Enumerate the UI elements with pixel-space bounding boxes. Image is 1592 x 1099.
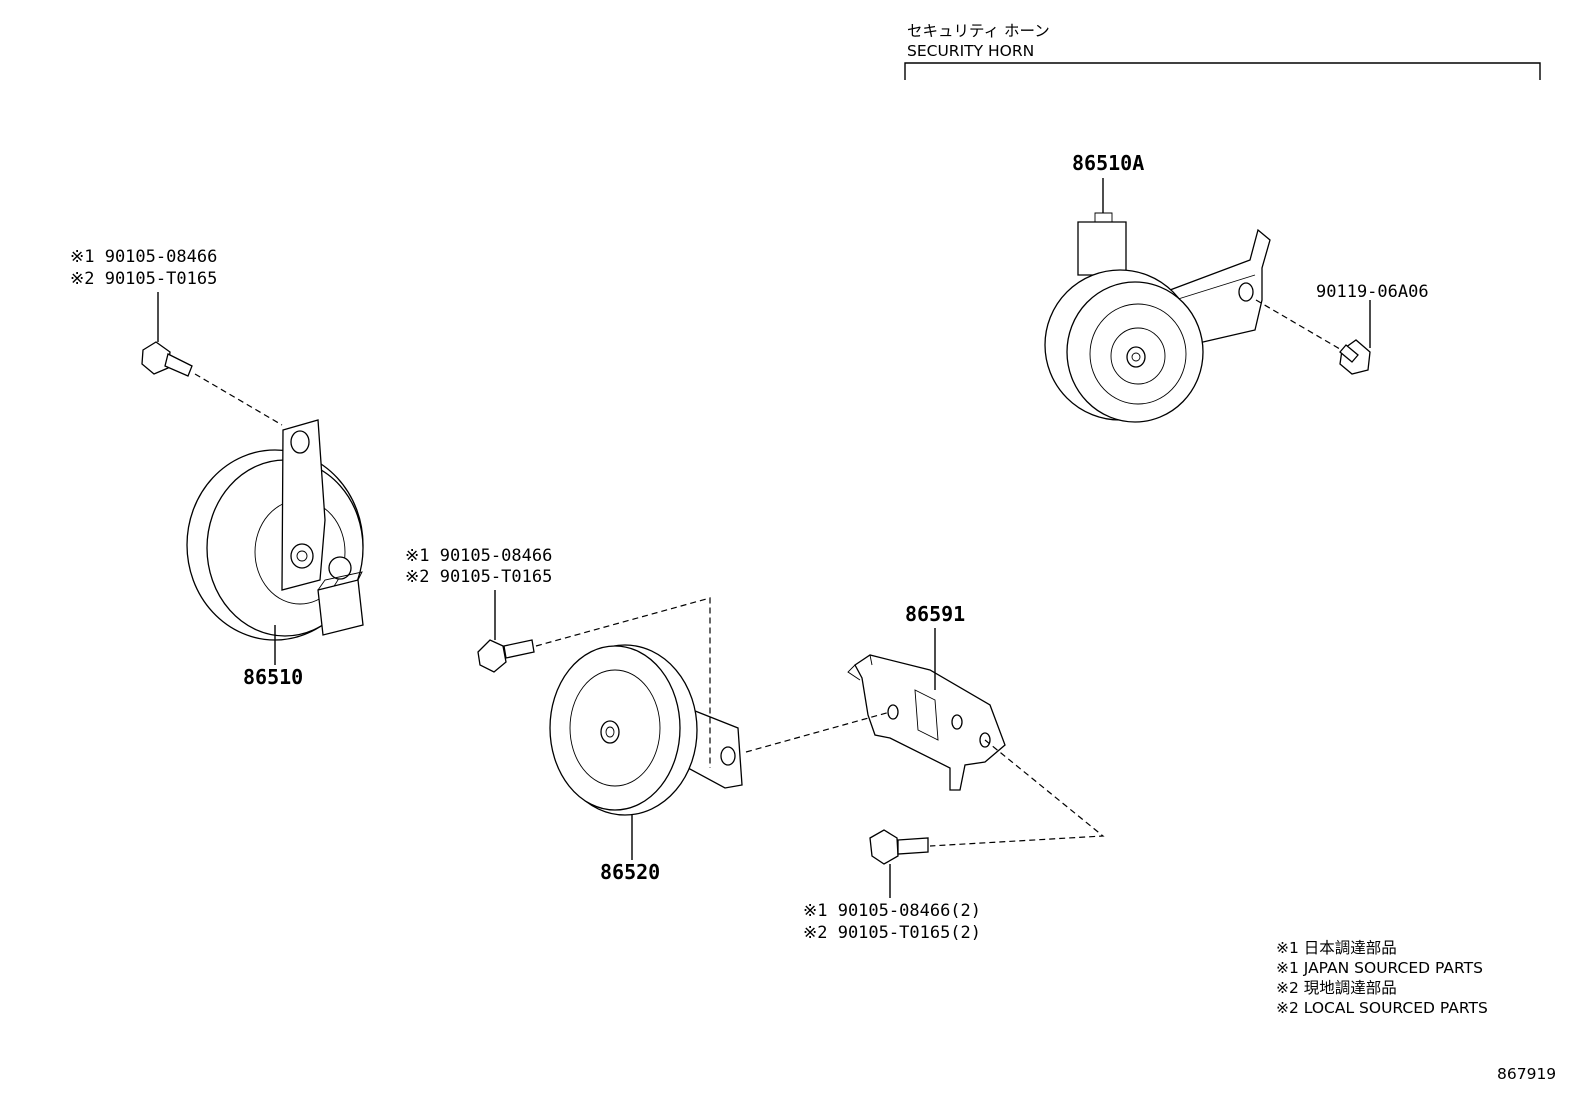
security-horn-nut xyxy=(1126,346,1146,368)
bolt-bottom-shank xyxy=(897,837,929,855)
bolt-mid-label-2: ※2 90105-T0165 xyxy=(405,567,552,587)
label-86510a: 86510A xyxy=(1072,151,1144,175)
bracket-86591-body xyxy=(854,654,1006,791)
legend-line-2: ※1 JAPAN SOURCED PARTS xyxy=(1276,959,1483,977)
label-86510: 86510 xyxy=(243,665,303,689)
horn-86510-nut xyxy=(290,543,314,569)
bracket-86591-hole-1 xyxy=(887,704,899,720)
bracket-86591[interactable]: 86591 xyxy=(745,602,1105,847)
security-horn-inner-ring xyxy=(1110,327,1166,385)
horn-86520-nut xyxy=(600,720,620,744)
security-horn-ring xyxy=(1089,303,1187,405)
bolt-90119-shank xyxy=(1339,344,1359,363)
security-horn-nut-hole xyxy=(1131,352,1141,362)
security-horn-header: セキュリティ ホーン SECURITY HORN xyxy=(904,22,1541,80)
bolt-bottom-86591[interactable]: ※1 90105-08466(2) ※2 90105-T0165(2) xyxy=(803,829,981,943)
security-horn-86510a[interactable]: 86510A xyxy=(1044,151,1271,423)
figure-id: 867919 xyxy=(1497,1065,1556,1083)
security-horn-connector xyxy=(1077,221,1127,276)
bolt-left-label-2: ※2 90105-T0165 xyxy=(70,269,217,289)
bracket-86591-flange xyxy=(847,654,873,681)
label-86591: 86591 xyxy=(905,602,965,626)
horn-86520[interactable]: 86520 xyxy=(549,644,743,884)
header-title-jp: セキュリティ ホーン xyxy=(907,22,1050,40)
bolt-bottom-label-1: ※1 90105-08466(2) xyxy=(803,901,981,921)
dash-bracket-to-bolt xyxy=(929,739,1105,847)
bracket-86591-hole-2 xyxy=(951,714,963,730)
bracket-86591-rib xyxy=(914,689,939,741)
horn-86510-terminal xyxy=(328,556,352,580)
bolt-mid-86520[interactable]: ※1 90105-08466 ※2 90105-T0165 xyxy=(405,546,711,768)
label-90119-06a06: 90119-06A06 xyxy=(1316,282,1429,302)
legend: ※1 日本調達部品 ※1 JAPAN SOURCED PARTS ※2 現地調達… xyxy=(1276,939,1488,1017)
bolt-mid-shank xyxy=(503,639,535,659)
dash-90119 xyxy=(1255,299,1346,353)
horn-86520-tab-hole xyxy=(720,746,736,766)
header-bracket-line xyxy=(904,62,1541,80)
bolt-bottom-label-2: ※2 90105-T0165(2) xyxy=(803,923,981,943)
bolt-bottom-head xyxy=(869,829,899,865)
horn-86510-nut-hole xyxy=(296,550,308,562)
horn-86520-ring xyxy=(569,669,661,787)
bolt-90119-06a06[interactable]: 90119-06A06 xyxy=(1255,282,1429,375)
bolt-mid-head xyxy=(477,639,507,673)
bolt-left-head xyxy=(141,341,171,375)
horn-86510[interactable]: 86510 xyxy=(186,419,364,689)
dash-bolt-left xyxy=(194,373,283,426)
connector-tab xyxy=(1094,212,1113,222)
bolt-left-shank xyxy=(164,353,193,377)
bolt-left-label-1: ※1 90105-08466 xyxy=(70,247,217,267)
bracket-edge xyxy=(1174,274,1256,301)
horn-86510-strap xyxy=(281,419,326,591)
header-title-en: SECURITY HORN xyxy=(907,42,1034,60)
horn-86520-nut-hole xyxy=(605,726,615,738)
bolt-left-86510[interactable]: ※1 90105-08466 ※2 90105-T0165 xyxy=(70,247,283,426)
label-86520: 86520 xyxy=(600,860,660,884)
horn-86510-strap-hole xyxy=(290,430,310,454)
legend-line-4: ※2 LOCAL SOURCED PARTS xyxy=(1276,999,1488,1017)
bolt-mid-label-1: ※1 90105-08466 xyxy=(405,546,552,566)
dash-bolt-mid xyxy=(535,597,711,768)
horn-86510-connector xyxy=(317,579,364,636)
legend-line-3: ※2 現地調達部品 xyxy=(1276,979,1397,997)
dash-horn-to-bracket xyxy=(745,711,891,753)
legend-line-1: ※1 日本調達部品 xyxy=(1276,939,1397,957)
security-horn-bracket-hole xyxy=(1238,282,1254,302)
horn-86510-connector-top xyxy=(317,571,363,591)
